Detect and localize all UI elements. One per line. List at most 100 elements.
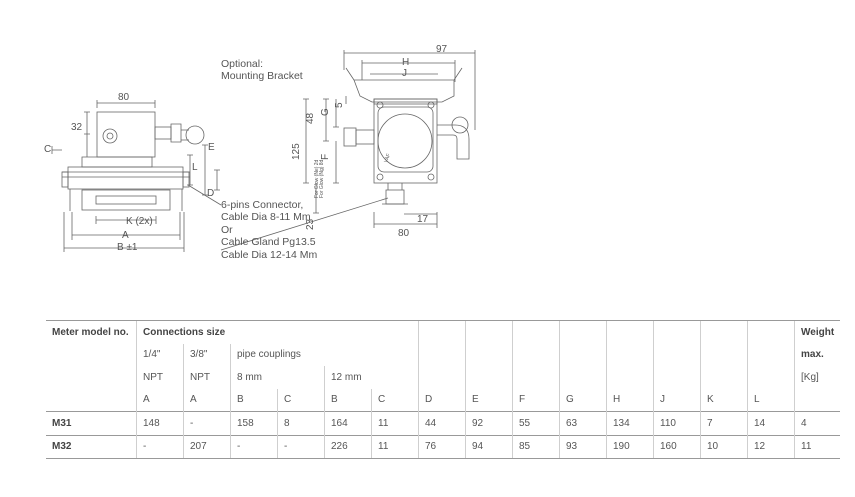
connector-note-1: 6-pins Connector,: [221, 199, 303, 211]
spec-table: Meter model no. Connections size Weight …: [46, 320, 841, 459]
dim-g: G: [320, 108, 331, 116]
letter-a2: A: [183, 388, 231, 412]
cell: 158: [230, 411, 278, 435]
head-weight-1: Weight: [794, 320, 841, 344]
cell: 148: [136, 411, 184, 435]
letter-f: F: [512, 388, 560, 412]
dim-b: B ±1: [117, 242, 138, 253]
letter-c1: C: [277, 388, 325, 412]
dim-d: D: [207, 188, 214, 199]
size-1-4: 1/4": [136, 343, 184, 366]
left-connector-circle: [102, 128, 118, 144]
model-cell: M31: [46, 411, 137, 435]
connector-note-3: Or: [221, 224, 233, 236]
cell: 55: [512, 411, 560, 435]
head-model: Meter model no.: [46, 320, 137, 344]
dim-e: E: [208, 142, 215, 153]
cell: 190: [606, 434, 654, 459]
gland-label: VAF: [383, 153, 392, 164]
letter-g: G: [559, 388, 607, 412]
cell: 44: [418, 411, 466, 435]
dim-c: C: [44, 144, 51, 155]
technical-drawing: 80 32 C E D L K (2x) A B ±1 97 H J 48 G …: [44, 44, 476, 261]
letter-b2: B: [324, 388, 372, 412]
cell: 12: [747, 434, 795, 459]
connector-note-2: Cable Dia 8-11 Mm: [221, 211, 311, 223]
mm-12: 12 mm: [324, 366, 419, 389]
cell: 110: [653, 411, 701, 435]
bottom-connector: [385, 189, 405, 205]
cell: 11: [371, 411, 419, 435]
dim-32: 32: [71, 122, 83, 133]
mm-8: 8 mm: [230, 366, 325, 389]
pipe-couplings: pipe couplings: [230, 343, 419, 366]
cell: 8: [277, 411, 325, 435]
dim-l: L: [192, 162, 198, 173]
dim-80-bottom: 80: [398, 228, 410, 239]
left-gland-small: [154, 126, 172, 140]
letter-l: L: [747, 388, 795, 412]
connector-note-4: Cable Gland Pg13.5: [221, 236, 316, 248]
letter-h: H: [606, 388, 654, 412]
cell: -: [183, 411, 231, 435]
left-gland-circle: [185, 125, 205, 145]
letter-j: J: [653, 388, 701, 412]
letter-c2: C: [371, 388, 419, 412]
cell: -: [136, 434, 184, 459]
side-label-1: For Glow (Ne) 2d: [314, 159, 320, 198]
model-cell: M32: [46, 434, 137, 459]
cell: 160: [653, 434, 701, 459]
side-label-2: For Glow (Ng) 8d: [319, 159, 325, 198]
size-3-8: 3/8": [183, 343, 231, 366]
dim-17: 17: [417, 214, 429, 225]
table-row: M31 148 - 158 8 164 11 44 92 55 63 134 1…: [46, 411, 841, 435]
cell: 207: [183, 434, 231, 459]
cell: 164: [324, 411, 372, 435]
dim-h: H: [402, 57, 409, 68]
cell: 11: [371, 434, 419, 459]
head-connections: Connections size: [136, 320, 419, 344]
dim-j: J: [402, 68, 407, 79]
bracket-note-2: Mounting Bracket: [221, 70, 303, 82]
cell: 7: [700, 411, 748, 435]
dim-125: 125: [291, 143, 302, 160]
cell: 226: [324, 434, 372, 459]
cell: -: [230, 434, 278, 459]
cell: 94: [465, 434, 513, 459]
cell: 63: [559, 411, 607, 435]
letter-b1: B: [230, 388, 278, 412]
bracket-note-1: Optional:: [221, 58, 263, 70]
dim-5: 5: [334, 102, 345, 108]
dim-23: 23: [305, 218, 316, 230]
table-row: M32 - 207 - - 226 11 76 94 85 93 190 160…: [46, 434, 841, 459]
dim-80-top: 80: [118, 92, 130, 103]
dim-a: A: [122, 230, 129, 241]
dim-k: K (2x): [126, 216, 153, 227]
cell: 93: [559, 434, 607, 459]
cell: 10: [700, 434, 748, 459]
left-base-body: [67, 166, 184, 190]
npt-2: NPT: [183, 366, 231, 389]
letter-d: D: [418, 388, 466, 412]
left-top-housing: [96, 111, 156, 158]
cell: 76: [418, 434, 466, 459]
letter-e: E: [465, 388, 513, 412]
connector-note-5: Cable Dia 12-14 Mm: [221, 249, 318, 261]
cell: 134: [606, 411, 654, 435]
cell: 14: [747, 411, 795, 435]
cell: 85: [512, 434, 560, 459]
left-foot: [81, 189, 171, 211]
npt-1: NPT: [136, 366, 184, 389]
dim-f: F: [320, 154, 331, 160]
head-weight-3: [Kg]: [794, 366, 841, 389]
right-main-housing: [373, 98, 438, 184]
cell: -: [277, 434, 325, 459]
cell: 92: [465, 411, 513, 435]
right-elbow-gland: [437, 124, 470, 160]
cell: 4: [794, 411, 841, 435]
letter-a1: A: [136, 388, 184, 412]
cell: 11: [794, 434, 841, 459]
head-weight-2: max.: [794, 343, 841, 366]
dim-97: 97: [436, 44, 448, 55]
dim-48: 48: [305, 112, 316, 124]
